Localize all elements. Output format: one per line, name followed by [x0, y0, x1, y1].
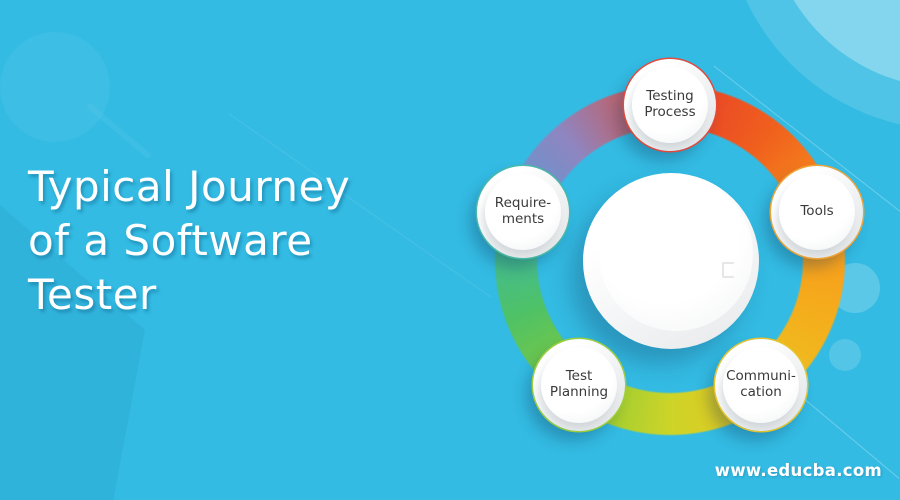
node-tools: Tools — [771, 166, 863, 258]
node-face: Testing Process — [632, 67, 708, 143]
faint-magnifier-circle — [0, 32, 110, 142]
page-title: Typical Journey of a Software Tester — [28, 162, 351, 319]
faint-magnifier-handle — [85, 102, 153, 160]
bokeh-circle-small — [829, 339, 861, 371]
node-face: Communi- cation — [723, 347, 799, 423]
node-label: Test Planning — [549, 368, 609, 400]
corner-circle-inner — [767, 0, 900, 88]
node-label: Communi- cation — [726, 368, 796, 400]
node-test-planning: Test Planning — [533, 339, 625, 431]
node-testing-process: Testing Process — [624, 59, 716, 151]
node-face: Test Planning — [541, 347, 617, 423]
node-communication: Communi- cation — [715, 339, 807, 431]
hub-inner-circle — [599, 177, 753, 331]
node-label: Testing Process — [644, 88, 696, 120]
placeholder-glyph-icon — [722, 262, 735, 278]
node-label: Require- ments — [494, 195, 552, 227]
watermark: www.educba.com — [714, 461, 882, 480]
hub-circle — [583, 173, 759, 349]
node-face: Require- ments — [485, 174, 561, 250]
node-face: Tools — [779, 174, 855, 250]
node-label: Tools — [800, 203, 834, 220]
node-requirements: Require- ments — [477, 166, 569, 258]
